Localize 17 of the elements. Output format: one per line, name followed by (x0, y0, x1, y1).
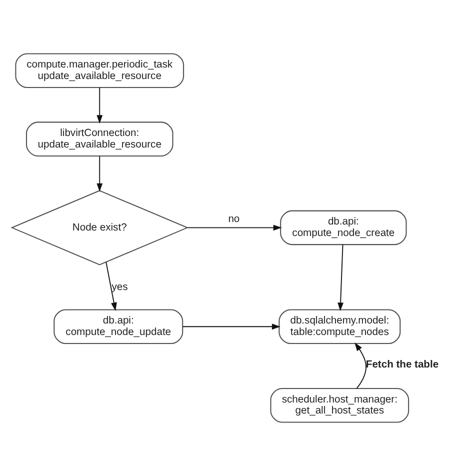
arrow (182, 323, 280, 330)
edge-label: no (228, 213, 240, 224)
node-box: db.api: compute_node_update (54, 308, 184, 344)
node-box: db.sqlalchemy.model: table:compute_nodes (278, 308, 401, 344)
arrow (354, 342, 366, 388)
edge-label: Fetch the table (366, 359, 439, 370)
node-box: scheduler.host_manager: get_all_host_states (270, 387, 410, 422)
arrow (106, 261, 117, 311)
arrow (96, 86, 103, 124)
arrow (338, 244, 344, 311)
node-box: compute.manager.periodic_task update_available_resource (15, 52, 184, 88)
node-diamond: Node exist? (10, 190, 189, 265)
node-box: libvirtConnection: update_available_resource (26, 121, 174, 156)
arrow (96, 155, 103, 192)
edge-label: yes (112, 281, 128, 292)
arrow (187, 224, 282, 230)
node-box: db.api: compute_node_create (280, 210, 407, 245)
